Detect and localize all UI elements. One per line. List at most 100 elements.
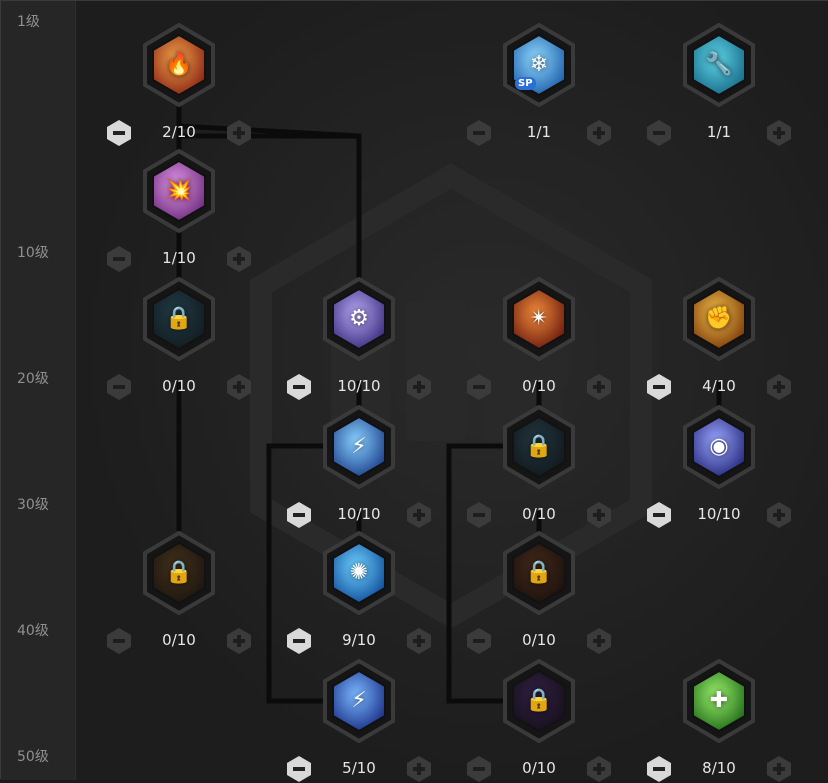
- skill-slot[interactable]: ⚡: [321, 659, 397, 743]
- decrease-button[interactable]: [105, 119, 133, 147]
- skill-node: ✚ 8/10: [639, 659, 799, 782]
- minus-icon: [647, 756, 671, 782]
- increase-button[interactable]: [405, 373, 433, 401]
- skill-slot[interactable]: ✚: [681, 659, 757, 743]
- skill-level-controls: 0/10: [459, 627, 619, 655]
- minus-icon: [287, 756, 311, 782]
- plus-icon: [407, 756, 431, 782]
- decrease-button[interactable]: [645, 373, 673, 401]
- skill-level-count: 0/10: [522, 759, 556, 777]
- skill-slot[interactable]: ✊: [681, 277, 757, 361]
- skill-node: ✴ 0/10: [459, 277, 619, 400]
- level-label-30: 30级: [17, 497, 49, 513]
- skill-level-controls: 1/1: [459, 119, 619, 147]
- skill-slot[interactable]: 🔒: [501, 659, 577, 743]
- plus-icon: [227, 120, 251, 146]
- skill-level-controls: 0/10: [459, 501, 619, 529]
- skill-slot[interactable]: 🔥: [141, 23, 217, 107]
- increase-button[interactable]: [585, 755, 613, 783]
- decrease-button[interactable]: [465, 755, 493, 783]
- decrease-button[interactable]: [465, 501, 493, 529]
- skill-level-count: 0/10: [162, 631, 196, 649]
- increase-button[interactable]: [405, 627, 433, 655]
- level-column: 1级 10级 20级 30级 40级 50级: [1, 1, 76, 780]
- decrease-button[interactable]: [285, 755, 313, 783]
- increase-button[interactable]: [585, 373, 613, 401]
- skill-slot[interactable]: 🔧: [681, 23, 757, 107]
- skill-level-count: 9/10: [342, 631, 376, 649]
- increase-button[interactable]: [405, 501, 433, 529]
- decrease-button[interactable]: [105, 373, 133, 401]
- decrease-button[interactable]: [645, 119, 673, 147]
- increase-button[interactable]: [765, 119, 793, 147]
- skill-slot[interactable]: ✴: [501, 277, 577, 361]
- skill-slot[interactable]: ❄ SP: [501, 23, 577, 107]
- skill-level-count: 8/10: [702, 759, 736, 777]
- plus-icon: [767, 374, 791, 400]
- skill-slot[interactable]: ⚙: [321, 277, 397, 361]
- skill-slot[interactable]: 🔒: [501, 405, 577, 489]
- increase-button[interactable]: [225, 119, 253, 147]
- skill-node: ⚡ 10/10: [279, 405, 439, 528]
- increase-button[interactable]: [765, 501, 793, 529]
- plus-icon: [227, 628, 251, 654]
- skill-level-controls: 2/10: [99, 119, 259, 147]
- skill-level-controls: 4/10: [639, 373, 799, 401]
- decrease-button[interactable]: [645, 501, 673, 529]
- skill-slot[interactable]: 🔒: [141, 277, 217, 361]
- decrease-button[interactable]: [105, 627, 133, 655]
- skill-slot[interactable]: ✺: [321, 531, 397, 615]
- lock-icon: 🔒: [525, 434, 553, 459]
- sp-badge: SP: [515, 77, 536, 90]
- decrease-button[interactable]: [285, 627, 313, 655]
- plus-icon: [587, 374, 611, 400]
- energy-sphere-icon: ✺: [349, 560, 369, 585]
- level-label-40: 40级: [17, 623, 49, 639]
- skill-level-count: 0/10: [522, 377, 556, 395]
- lock-icon: 🔒: [165, 560, 193, 585]
- skill-slot[interactable]: 💥: [141, 149, 217, 233]
- minus-icon: [467, 374, 491, 400]
- decrease-button[interactable]: [465, 119, 493, 147]
- increase-button[interactable]: [585, 627, 613, 655]
- decrease-button[interactable]: [645, 755, 673, 783]
- skill-level-count: 1/10: [162, 249, 196, 267]
- skill-slot[interactable]: 🔒: [141, 531, 217, 615]
- skill-slot[interactable]: 🔒: [501, 531, 577, 615]
- skill-level-controls: 1/10: [99, 245, 259, 273]
- decrease-button[interactable]: [285, 373, 313, 401]
- plus-icon: [587, 502, 611, 528]
- decrease-button[interactable]: [465, 373, 493, 401]
- increase-button[interactable]: [225, 627, 253, 655]
- minus-icon: [287, 502, 311, 528]
- plus-icon: [407, 628, 431, 654]
- skill-level-count: 0/10: [162, 377, 196, 395]
- skill-level-controls: 0/10: [459, 755, 619, 783]
- level-label-20: 20级: [17, 371, 49, 387]
- minus-icon: [287, 374, 311, 400]
- skill-level-controls: 10/10: [279, 501, 439, 529]
- decrease-button[interactable]: [465, 627, 493, 655]
- skill-level-count: 5/10: [342, 759, 376, 777]
- minus-icon: [107, 246, 131, 272]
- increase-button[interactable]: [405, 755, 433, 783]
- minus-icon: [107, 374, 131, 400]
- increase-button[interactable]: [765, 373, 793, 401]
- minus-icon: [467, 120, 491, 146]
- decrease-button[interactable]: [285, 501, 313, 529]
- increase-button[interactable]: [765, 755, 793, 783]
- skill-slot[interactable]: ⚡: [321, 405, 397, 489]
- increase-button[interactable]: [585, 501, 613, 529]
- skill-node: 💥 1/10: [99, 149, 259, 272]
- level-label-10: 10级: [17, 245, 49, 261]
- skill-level-controls: 0/10: [99, 373, 259, 401]
- skill-node: ⚙ 10/10: [279, 277, 439, 400]
- plus-icon: [767, 756, 791, 782]
- increase-button[interactable]: [225, 245, 253, 273]
- increase-button[interactable]: [225, 373, 253, 401]
- skill-slot[interactable]: ◉: [681, 405, 757, 489]
- decrease-button[interactable]: [105, 245, 133, 273]
- mech-drone-icon: ⚙: [349, 306, 369, 331]
- increase-button[interactable]: [585, 119, 613, 147]
